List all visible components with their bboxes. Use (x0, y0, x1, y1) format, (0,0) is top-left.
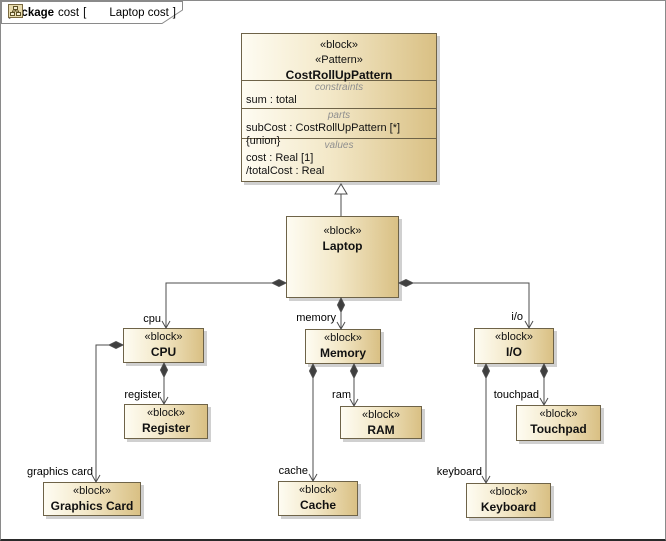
role-label-keyboard[interactable]: keyboard (436, 466, 482, 478)
role-label-graphics-card[interactable]: graphics card (26, 466, 93, 478)
block-cost-rollup-pattern[interactable]: «block» «Pattern» CostRollUpPattern cons… (241, 33, 437, 182)
tab-outline (1, 1, 183, 24)
block-stereotype: «block» (144, 331, 183, 343)
block-stereotype: «block» (73, 485, 111, 497)
block-stereotype: «block» (147, 407, 185, 419)
tab-open-bracket: [ (83, 6, 87, 19)
block-name: Memory (319, 346, 366, 360)
composition-cpu-register[interactable] (159, 361, 169, 406)
parts-label: parts (327, 110, 351, 121)
role-label-cache[interactable]: cache (278, 465, 308, 477)
composition-laptop-cpu[interactable] (161, 278, 288, 330)
pattern-stereotype-pattern: «Pattern» (315, 54, 363, 66)
constraints-label: constraints (314, 82, 364, 93)
role-label-io[interactable]: i/o (511, 311, 523, 323)
composition-memory-cache[interactable] (308, 362, 318, 483)
block-keyboard[interactable]: «block» Keyboard (466, 483, 551, 518)
role-label-cpu[interactable]: cpu (143, 313, 161, 325)
values-compartment: values cost : Real [1] /totalCost : Real (242, 138, 436, 181)
role-label-ram[interactable]: ram (332, 389, 351, 401)
parts-compartment: parts subCost : CostRollUpPattern [*]{un… (242, 108, 436, 147)
role-label-memory[interactable]: memory (296, 312, 336, 324)
tab-diagram-name: Laptop cost (109, 6, 169, 19)
block-name: Keyboard (480, 500, 537, 514)
values-label: values (324, 140, 354, 151)
block-name: I/O (505, 345, 522, 359)
block-register[interactable]: «block» Register (124, 404, 208, 439)
composition-io-keyboard[interactable] (481, 362, 491, 485)
block-graphics-card[interactable]: «block» Graphics Card (43, 482, 141, 516)
block-stereotype: «block» (495, 331, 533, 343)
block-name: Register (141, 421, 191, 435)
bdd-diagram-icon (8, 4, 105, 20)
block-stereotype: «block» (323, 225, 362, 237)
part-subcost: subCost : CostRollUpPattern [*]{union} (246, 122, 401, 147)
block-ram[interactable]: «block» RAM (340, 406, 422, 439)
role-label-register[interactable]: register (124, 389, 161, 401)
composition-io-touchpad[interactable] (539, 362, 549, 407)
block-stereotype: «block» (539, 408, 578, 420)
block-stereotype: «block» (362, 409, 400, 421)
role-label-touchpad[interactable]: touchpad (493, 389, 539, 401)
tab-context-name: cost (58, 6, 80, 19)
block-io[interactable]: «block» I/O (474, 328, 554, 364)
diagram-frame-tab[interactable]: package cost [ Laptop cost ] (1, 1, 191, 25)
block-name: Cache (299, 498, 337, 512)
block-cache[interactable]: «block» Cache (278, 481, 358, 516)
pattern-name: CostRollUpPattern (285, 68, 393, 82)
constraints-compartment: constraints sum : total (242, 80, 436, 108)
block-name: Touchpad (530, 422, 587, 436)
pattern-stereotype-block: «block» (320, 39, 358, 51)
block-name: Laptop (322, 239, 363, 253)
block-name: RAM (367, 423, 395, 437)
block-name: Graphics Card (50, 499, 134, 513)
tab-close-bracket: ] (172, 6, 176, 19)
value-totalcost: /totalCost : Real (246, 165, 325, 177)
block-laptop[interactable]: «block» Laptop (286, 216, 399, 298)
block-memory[interactable]: «block» Memory (305, 329, 381, 364)
block-stereotype: «block» (489, 486, 528, 498)
value-cost: cost : Real [1] (246, 152, 314, 164)
block-name: CPU (150, 345, 177, 359)
constraint-sum: sum : total (246, 94, 297, 106)
block-touchpad[interactable]: «block» Touchpad (516, 405, 601, 441)
block-stereotype: «block» (324, 332, 362, 344)
composition-memory-ram[interactable] (349, 362, 359, 408)
composition-cpu-graphics-card[interactable] (91, 340, 125, 484)
composition-laptop-memory[interactable] (336, 296, 346, 331)
generalization-laptop-to-pattern[interactable] (334, 183, 348, 216)
block-cpu[interactable]: «block» CPU (123, 328, 204, 363)
block-stereotype: «block» (299, 484, 337, 496)
